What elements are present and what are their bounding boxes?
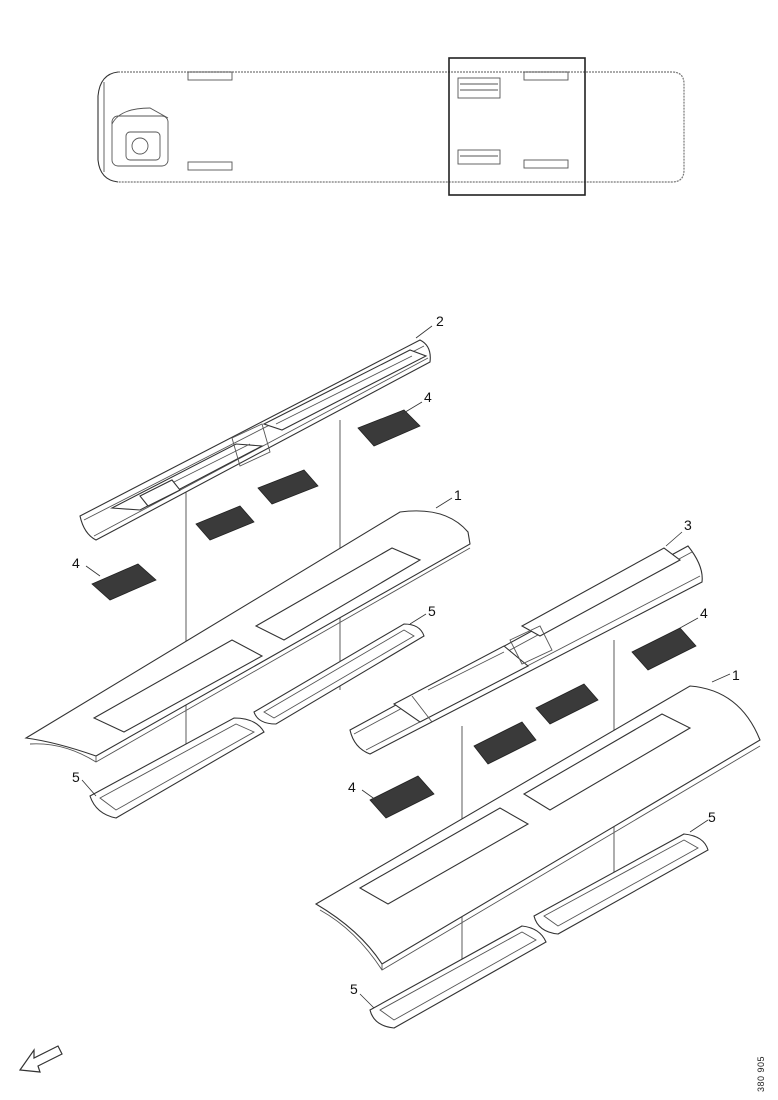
callout-lower-inner-trim: 1: [732, 667, 740, 683]
upper-grille-right-b: [257, 469, 319, 505]
upper-frame-right: [253, 623, 425, 725]
upper-roof-panel: [79, 339, 431, 541]
lower-assembly: 3 4 1 4 5 5: [314, 517, 761, 1029]
callout-lower-frame-left: 5: [350, 981, 358, 997]
upper-grille-left-b: [91, 563, 157, 601]
callout-upper-frame-right: 5: [428, 603, 436, 619]
callout-upper-grille-left: 4: [72, 555, 80, 571]
upper-inner-trim: [24, 510, 471, 763]
callout-lower-grille-left: 4: [348, 779, 356, 795]
lower-grille-left-b: [369, 775, 435, 819]
callout-lower-grille-right: 4: [700, 605, 708, 621]
lower-frame-left: [369, 925, 547, 1029]
lower-grille-right-b: [535, 683, 599, 725]
lower-roof-panel: [349, 545, 703, 755]
bus-driver-area: [111, 107, 169, 167]
callout-upper-roof-panel: 2: [436, 313, 444, 329]
lower-grille-left-a: [473, 721, 537, 765]
upper-frame-left: [89, 717, 265, 819]
upper-grille-left-a: [195, 505, 255, 541]
callout-lower-roof-panel: 3: [684, 517, 692, 533]
callout-upper-frame-left: 5: [72, 769, 80, 785]
detail-highlight-box: [448, 57, 586, 196]
document-id: 380 905: [756, 1055, 766, 1092]
direction-arrow-icon: [18, 1045, 63, 1073]
callout-upper-inner-trim: 1: [454, 487, 462, 503]
lower-inner-trim: [314, 685, 761, 971]
bus-roof-hatches: [187, 71, 569, 171]
lower-grille-right-a: [631, 627, 697, 671]
callout-lower-frame-right: 5: [708, 809, 716, 825]
lower-frame-right: [533, 833, 709, 935]
upper-grille-right-a: [357, 409, 421, 447]
callout-upper-grille-right: 4: [424, 389, 432, 405]
bus-overview-outline: [97, 57, 685, 196]
upper-assembly: 2 4 1 4 5 5: [24, 313, 471, 819]
